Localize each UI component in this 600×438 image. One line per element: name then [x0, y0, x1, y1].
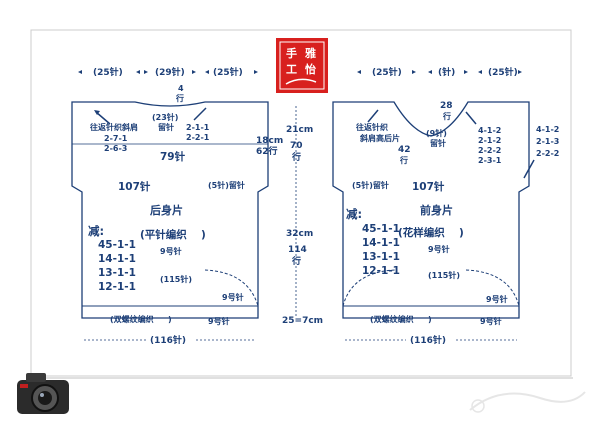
front-top-dim-right: (25针): [488, 66, 518, 78]
front-shoulder-dec-0: 4-1-2: [536, 125, 559, 134]
back-piece: (25针) (29针) (25针) 4 行 (23针) 留针 往返针织斜肩 2-…: [71, 66, 283, 346]
front-waist-curve-right: [465, 269, 520, 307]
back-needle-main: 9号针: [160, 246, 182, 256]
back-dec-2: 13-1-1: [98, 267, 136, 279]
front-top-dim-mid: (针): [438, 66, 455, 78]
front-rib-label: (双螺纹编织: [370, 314, 414, 324]
back-shoulder-note-2: 2-6-3: [104, 144, 127, 153]
back-armhole-width: 79针: [160, 150, 186, 163]
back-needle-hem-b: 9号针: [208, 316, 230, 326]
front-neck-dec-1: 2-1-2: [478, 136, 501, 145]
back-bottom-width: (116针): [150, 334, 186, 346]
front-waist-width: (115针): [428, 270, 460, 280]
front-bottom-width: (116针): [410, 334, 446, 346]
back-waist-width: (115针): [160, 274, 192, 284]
front-neck-dec-2: 2-2-2: [478, 146, 501, 155]
back-neck-arrow: [193, 107, 207, 121]
back-armhole-rows: 62行: [256, 145, 278, 157]
back-top-dim-mid: (29针): [155, 66, 185, 78]
back-shoulder-note-0: 往返针织斜肩: [90, 122, 138, 132]
back-waist-curve: [204, 269, 259, 307]
middle-measurements: 21cm 70 行 32cm 114 行 25=7cm: [282, 106, 323, 326]
front-shoulder-arrow: [367, 109, 379, 123]
middle-lower-rows-unit: 行: [291, 255, 301, 267]
stamp-char-2: 雅: [305, 46, 316, 60]
middle-lower-rows: 114: [288, 245, 307, 255]
middle-lower-cm: 32cm: [286, 229, 313, 239]
front-piece: (25针) (针) (25针) 28 行 (9针) 留针 42 行 往返针织 斜…: [332, 66, 559, 346]
middle-upper-rows: 70: [290, 141, 303, 151]
front-side-arrow: [523, 159, 535, 179]
red-seal-stamp: 手 雅 工 怡: [276, 38, 328, 93]
front-neck-depth-unit: 行: [399, 155, 408, 165]
front-shoulder-note-1: 斜肩高后片: [359, 133, 400, 143]
front-shoulder-note-0: 往返针织: [356, 122, 388, 132]
back-dec-title: 减:: [88, 224, 104, 238]
front-neck-bind: 留针: [430, 138, 446, 148]
front-pattern-close: ): [459, 227, 464, 239]
back-armhole-cm: 18cm: [256, 136, 283, 146]
front-dec-0: 45-1-1: [362, 223, 400, 235]
front-pattern-name: (花样编织: [398, 226, 445, 239]
back-shoulder-arrow: [95, 111, 111, 125]
front-neck-drop-unit: 行: [442, 111, 451, 121]
back-neck-drop-unit: 行: [175, 93, 184, 103]
front-neck-stitches: (9针): [426, 128, 447, 138]
back-shoulder-arrowhead: [94, 110, 100, 115]
back-neck-bind: 留针: [158, 122, 174, 132]
front-neck-dec-0: 4-1-2: [478, 126, 501, 135]
back-chest-width: 107针: [118, 180, 151, 193]
front-top-dim-left: (25针): [372, 66, 402, 78]
back-dec-0: 45-1-1: [98, 239, 136, 251]
back-neck-stitches: (23针): [152, 112, 178, 122]
front-dec-2: 13-1-1: [362, 251, 400, 263]
front-shoulder-dec-2: 2-2-2: [536, 149, 559, 158]
front-neck-depth: 42: [398, 145, 411, 155]
back-neck-dec-1: 2-2-1: [186, 133, 210, 142]
back-pattern-name: (平针编织: [140, 228, 187, 241]
front-top-arrows: [357, 70, 522, 74]
back-pattern-close: ): [201, 229, 206, 241]
front-neck-dec-3: 2-3-1: [478, 156, 502, 165]
back-top-dim-left: (25针): [93, 66, 123, 78]
back-neck-dec-0: 2-1-1: [186, 123, 210, 132]
back-neck-drop: 4: [178, 84, 184, 93]
middle-upper-rows-unit: 行: [291, 151, 301, 163]
front-dec-3: 12-1-1: [362, 265, 400, 277]
back-underarm-bind: (5针)留针: [208, 180, 245, 190]
middle-hem-cm: 25=7cm: [282, 316, 323, 326]
back-rib-label: (双螺纹编织: [110, 314, 154, 324]
back-rib-close: ): [168, 315, 172, 324]
back-top-dim-right: (25针): [213, 66, 243, 78]
stamp-char-3: 工: [286, 63, 297, 76]
front-shoulder-dec-1: 2-1-3: [536, 137, 559, 146]
back-dec-1: 14-1-1: [98, 253, 136, 265]
front-neck-arrow: [465, 111, 477, 125]
stamp-char-4: 怡: [305, 62, 316, 76]
watermark: [469, 391, 586, 413]
camera-icon: [17, 373, 69, 414]
front-needle-hem-a: 9号针: [486, 294, 508, 304]
back-dec-3: 12-1-1: [98, 281, 136, 293]
front-piece-name: 前身片: [420, 203, 453, 217]
back-outline: [71, 101, 269, 319]
front-underarm-bind: (5针)留针: [352, 180, 389, 190]
back-shoulder-note-1: 2-7-1: [104, 134, 128, 143]
front-dec-1: 14-1-1: [362, 237, 400, 249]
front-outline: [332, 101, 530, 319]
front-neck-drop: 28: [440, 101, 453, 111]
front-rib-close: ): [428, 315, 432, 324]
stamp-char-1: 手: [286, 46, 297, 60]
front-waist-curve: [342, 269, 396, 307]
front-needle-main: 9号针: [428, 244, 450, 254]
front-chest-width: 107针: [412, 180, 445, 193]
front-dec-title: 减:: [346, 207, 362, 221]
back-piece-name: 后身片: [150, 203, 183, 217]
back-needle-hem-a: 9号针: [222, 292, 244, 302]
middle-upper-cm: 21cm: [286, 125, 313, 135]
front-needle-hem-b: 9号针: [480, 316, 502, 326]
